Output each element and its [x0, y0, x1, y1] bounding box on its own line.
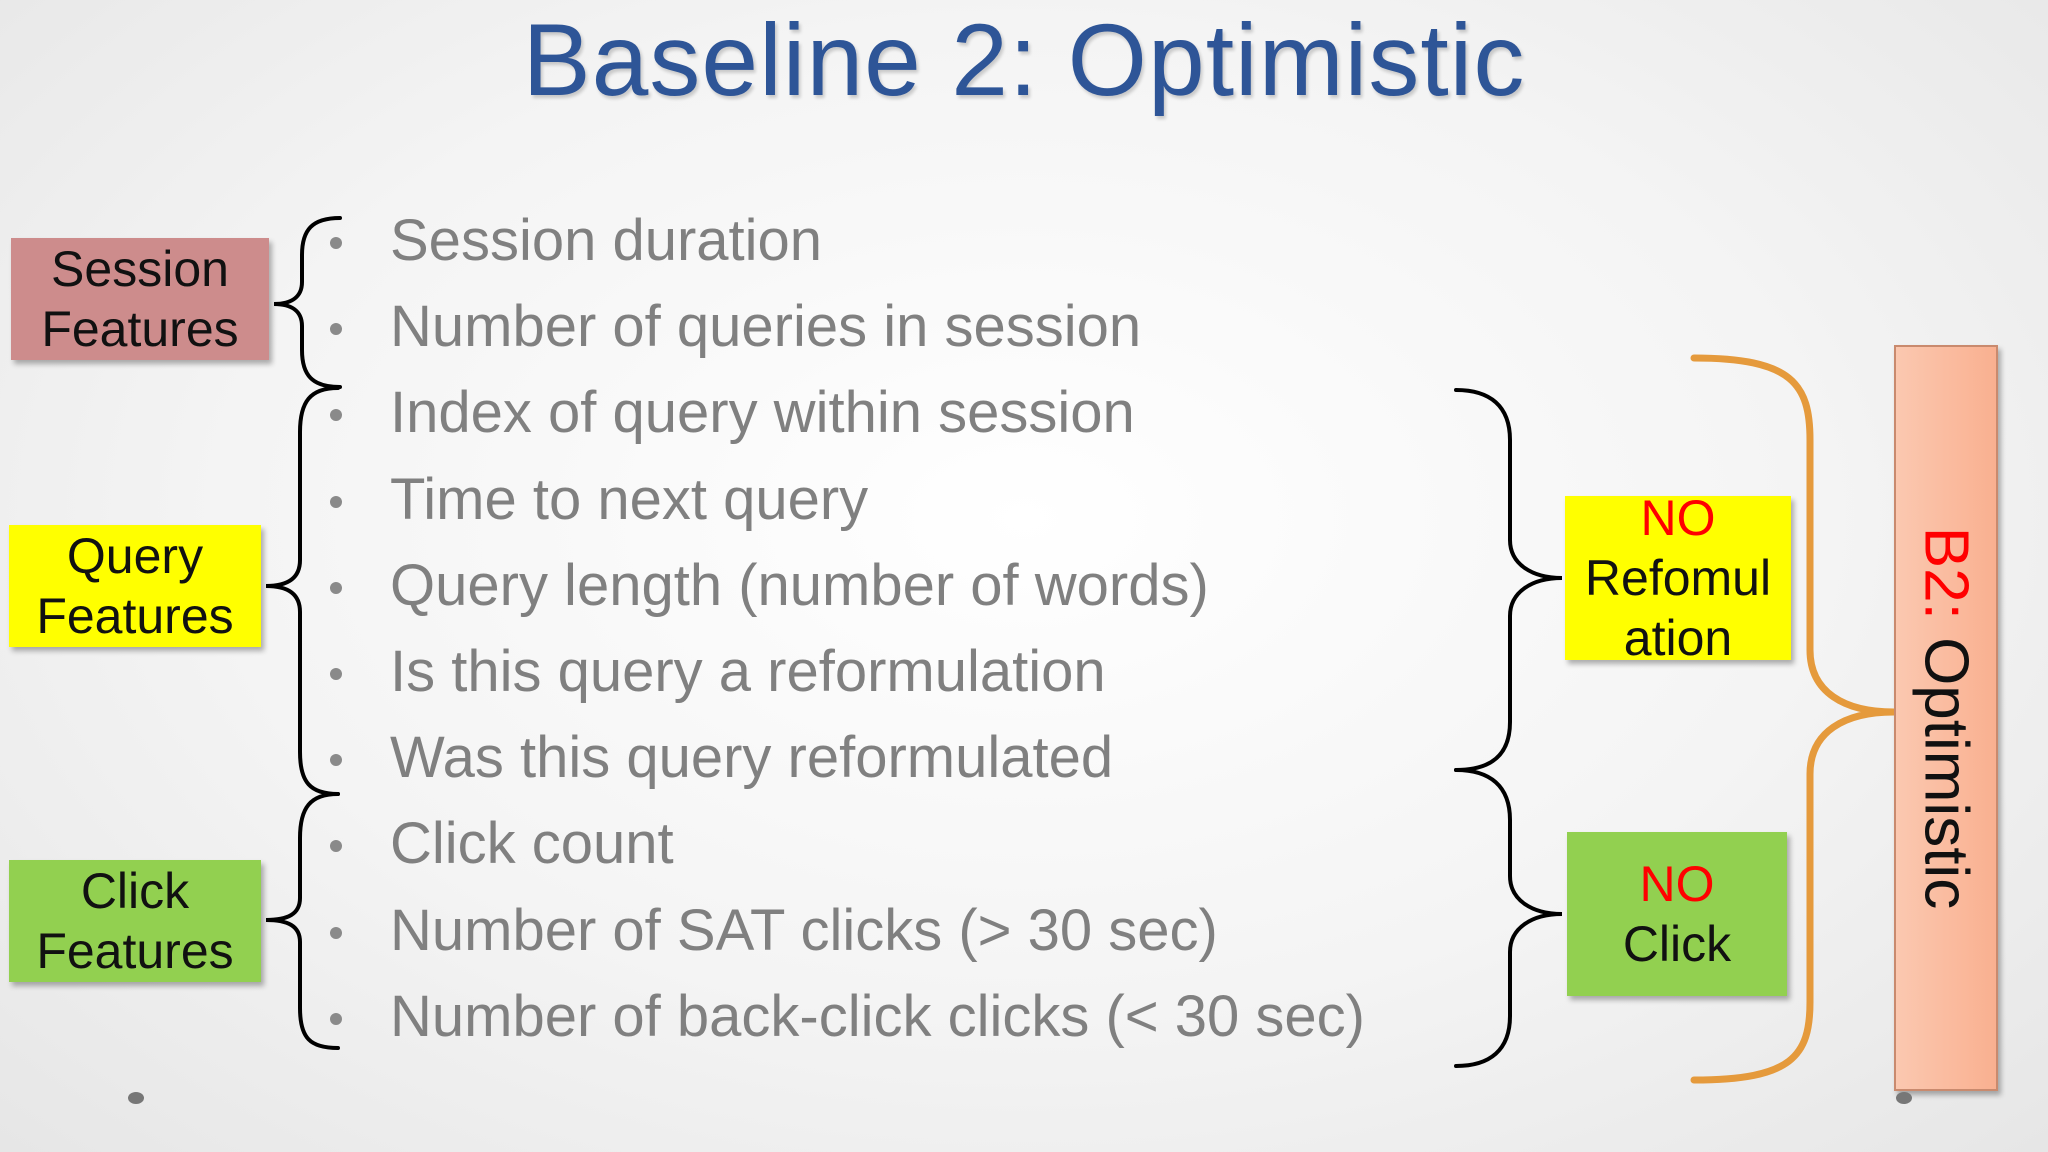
feature-item: Number of queries in session — [320, 284, 1365, 370]
query-brace — [265, 386, 340, 796]
query-features-label: Query Features — [9, 525, 261, 647]
bullet-icon — [330, 409, 342, 422]
session-features-label: Session Features — [11, 238, 269, 360]
bullet-icon — [330, 840, 342, 853]
bullet-icon — [330, 926, 342, 939]
no-click-label: NO Click — [1567, 832, 1787, 996]
click-brace — [265, 792, 340, 1050]
feature-item: Number of back-click clicks (< 30 sec) — [320, 974, 1365, 1060]
feature-item: Time to next query — [320, 457, 1365, 543]
slide-title: Baseline 2: Optimistic — [522, 3, 1526, 117]
feature-item: Session duration — [320, 198, 1365, 284]
bullet-icon — [330, 754, 342, 767]
no-reformulation-brace — [1454, 388, 1563, 772]
bullet-icon — [330, 581, 342, 594]
feature-item: Query length (number of words) — [320, 543, 1365, 629]
feature-item: Number of SAT clicks (> 30 sec) — [320, 888, 1365, 974]
slide-corner-dot — [1896, 1092, 1912, 1104]
feature-item: Was this query reformulated — [320, 715, 1365, 801]
no-click-brace — [1454, 768, 1563, 1068]
bullet-icon — [330, 495, 342, 508]
bullet-icon — [330, 237, 342, 249]
session-brace — [273, 216, 342, 389]
b2-optimistic-box: B2: Optimistic — [1894, 345, 1998, 1091]
click-features-label: Click Features — [9, 860, 261, 982]
feature-item: Is this query a reformulation — [320, 629, 1365, 715]
feature-item: Index of query within session — [320, 370, 1365, 456]
feature-list: Session duration Number of queries in se… — [320, 198, 1365, 1060]
feature-item: Click count — [320, 801, 1365, 887]
slide-corner-dot — [128, 1092, 144, 1104]
bullet-icon — [330, 1012, 342, 1025]
b2-brace — [1690, 354, 1895, 1084]
no-reformulation-label: NO Refomul ation — [1565, 490, 1791, 666]
bullet-icon — [330, 667, 342, 680]
bullet-icon — [330, 323, 342, 336]
